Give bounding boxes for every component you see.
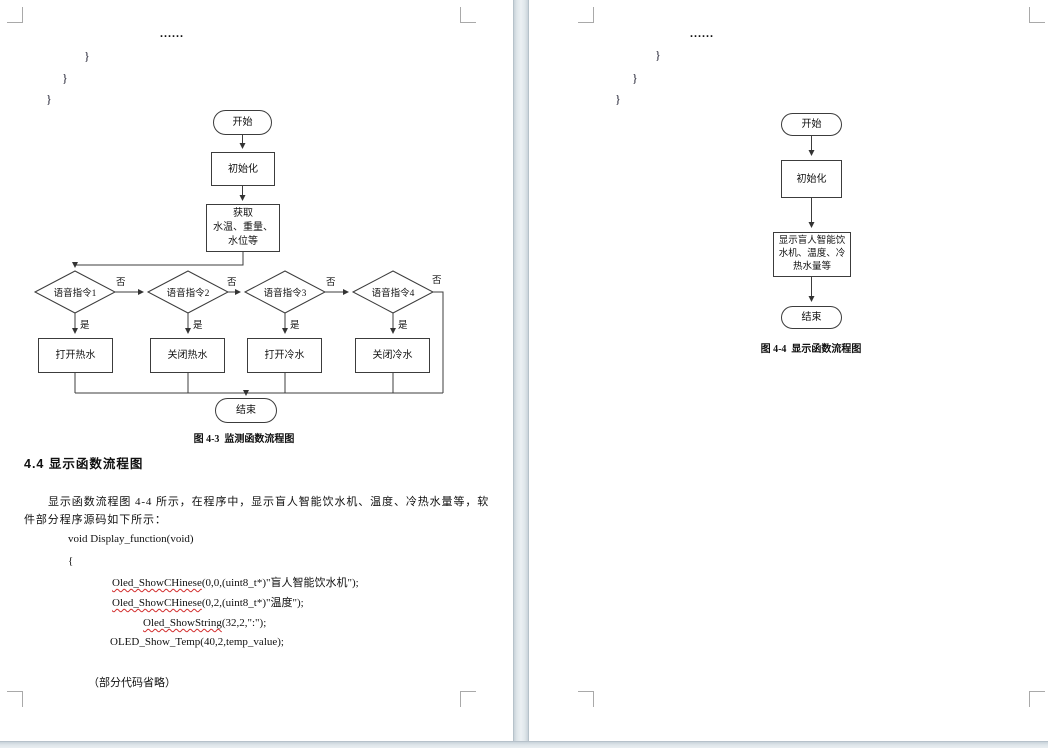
flowchart-display-line: 热水量等 bbox=[792, 262, 831, 272]
flowchart-connectors bbox=[808, 136, 815, 302]
text-boundary-mark bbox=[578, 7, 594, 23]
flowchart-monitoring[interactable]: 开始 初始化 获取 水温、重量、 水位等 语音指令1 语音指令2 语音指令3 语… bbox=[30, 105, 460, 450]
flowchart-init-node: 初始化 bbox=[781, 160, 842, 198]
flowchart-display-line: 显示盲人智能饮 bbox=[778, 236, 846, 246]
flowchart-action-node: 关闭热水 bbox=[150, 338, 225, 373]
flowchart-acquire-line: 水位等 bbox=[228, 236, 258, 247]
spellcheck-underline: Oled_ShowString bbox=[143, 617, 222, 629]
flowchart-display[interactable]: 开始 初始化 显示盲人智能饮 水机、温度、冷 热水量等 结束 图 4-4 显示函… bbox=[745, 108, 925, 363]
code-brace: } bbox=[46, 92, 52, 106]
code-line: Oled_ShowCHinese(0,0,(uint8_t*)"盲人智能饮水机"… bbox=[112, 574, 359, 590]
flowchart-decision-label: 语音指令2 bbox=[166, 289, 210, 299]
ellipsis-text: ...... bbox=[690, 26, 714, 40]
page-right[interactable]: ...... } } } 开始 初始化 显示盲人智能饮 bbox=[529, 0, 1048, 741]
code-args: (32,2,":"); bbox=[221, 617, 267, 629]
flowchart-action-node: 打开冷水 bbox=[247, 338, 322, 373]
flowchart-action-node: 打开热水 bbox=[38, 338, 113, 373]
code-args: (0,0,(uint8_t*)"盲人智能饮水机"); bbox=[201, 577, 359, 589]
code-line: Oled_ShowCHinese(0,2,(uint8_t*)"温度"); bbox=[112, 594, 304, 610]
flowchart-end-node: 结束 bbox=[781, 306, 842, 329]
spellcheck-underline: Oled_ShowCHinese bbox=[112, 597, 202, 609]
code-line: { bbox=[68, 555, 74, 567]
no-branch-label: 否 bbox=[227, 278, 237, 288]
flowchart-decision-label: 语音指令3 bbox=[263, 289, 307, 299]
code-brace: } bbox=[84, 49, 90, 63]
yes-branch-label: 是 bbox=[80, 321, 90, 331]
code-line: OLED_Show_Temp(40,2,temp_value); bbox=[110, 636, 284, 648]
page-gap-divider bbox=[513, 0, 529, 748]
flowchart-start-node: 开始 bbox=[213, 110, 272, 135]
page-bottom-gap bbox=[0, 741, 1048, 748]
flowchart-end-node: 结束 bbox=[215, 398, 277, 423]
code-omitted-note: （部分代码省略） bbox=[88, 677, 176, 689]
page-left[interactable]: ...... } } } bbox=[0, 0, 513, 741]
spellcheck-underline: Oled_ShowCHinese bbox=[112, 577, 202, 589]
code-brace: } bbox=[615, 92, 621, 106]
flowchart-action-node: 关闭冷水 bbox=[355, 338, 430, 373]
flowchart-init-node: 初始化 bbox=[211, 152, 275, 186]
code-line: void Display_function(void) bbox=[68, 533, 194, 545]
ellipsis-text: ...... bbox=[160, 26, 184, 40]
text-boundary-mark bbox=[7, 691, 23, 707]
text-boundary-mark bbox=[1029, 691, 1045, 707]
yes-branch-label: 是 bbox=[290, 321, 300, 331]
flowchart-decision-label: 语音指令4 bbox=[371, 289, 415, 299]
section-heading: 4.4 显示函数流程图 bbox=[24, 457, 144, 471]
text-boundary-mark bbox=[578, 691, 594, 707]
no-branch-label: 否 bbox=[326, 278, 336, 288]
flowchart-display-line: 水机、温度、冷 bbox=[778, 249, 846, 259]
no-branch-label: 否 bbox=[116, 278, 126, 288]
text-boundary-mark bbox=[1029, 7, 1045, 23]
figure-caption: 图 4-3 监测函数流程图 bbox=[193, 434, 295, 445]
flowchart-acquire-line: 获取 bbox=[233, 208, 253, 219]
code-brace: } bbox=[62, 71, 68, 85]
flowchart-start-node: 开始 bbox=[781, 113, 842, 136]
code-brace: } bbox=[632, 71, 638, 85]
code-line: Oled_ShowString(32,2,":"); bbox=[143, 617, 266, 629]
figure-caption: 图 4-4 显示函数流程图 bbox=[760, 344, 862, 355]
text-boundary-mark bbox=[7, 7, 23, 23]
yes-branch-label: 是 bbox=[193, 321, 203, 331]
body-paragraph-line: 显示函数流程图 4-4 所示，在程序中，显示盲人智能饮水机、温度、冷热水量等，软 bbox=[48, 496, 490, 508]
flowchart-connectors bbox=[33, 135, 444, 396]
code-args: (0,2,(uint8_t*)"温度"); bbox=[201, 597, 304, 609]
flowchart-decision-label: 语音指令1 bbox=[53, 289, 97, 299]
flowchart-acquire-line: 水温、重量、 bbox=[213, 222, 273, 233]
text-boundary-mark bbox=[460, 7, 476, 23]
text-boundary-mark bbox=[460, 691, 476, 707]
body-paragraph-line: 件部分程序源码如下所示： bbox=[24, 514, 167, 526]
no-branch-label: 否 bbox=[432, 276, 442, 286]
code-brace: } bbox=[655, 48, 661, 62]
yes-branch-label: 是 bbox=[398, 321, 408, 331]
